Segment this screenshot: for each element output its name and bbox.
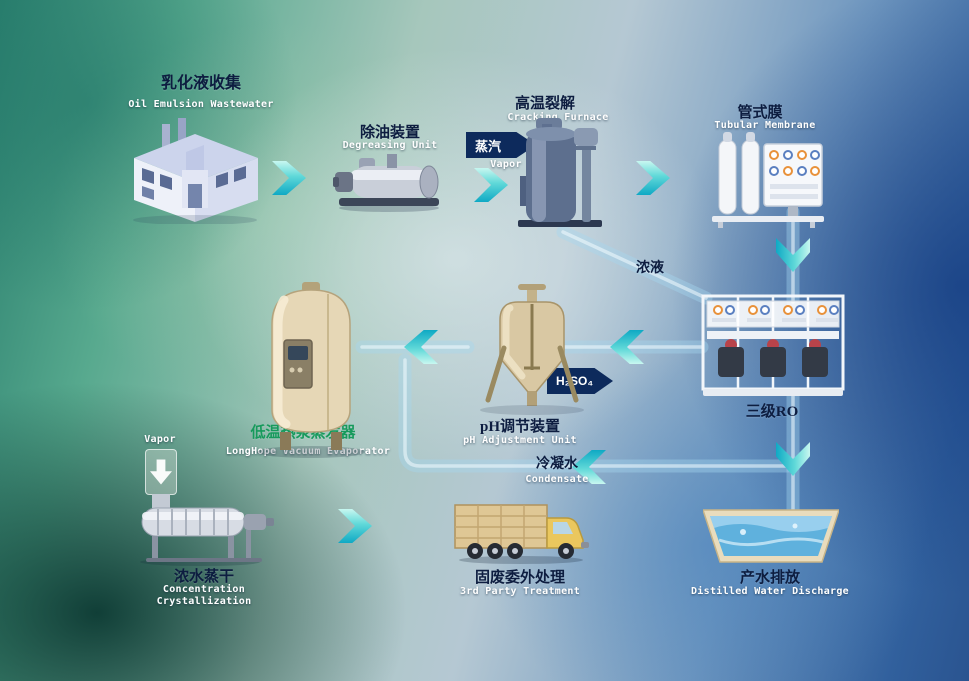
membrane-subtitle: Tubular Membrane [714,120,816,131]
degreasing-illustration [333,150,445,219]
discharge-subtitle: Distilled Water Discharge [690,586,849,597]
crystallization-subtitle-2: Crystallization [156,596,252,607]
collection-title: 乳化液收集 [160,75,241,92]
vapor-out-label: Vapor [144,434,176,445]
condensate-label-en: Condensate [525,474,589,485]
down-arrow-icon [150,459,172,485]
crystallizer-illustration [136,492,278,573]
cracking-subtitle: Cracking Furnace [507,112,609,123]
ro-illustration [700,293,846,404]
evaporator-subtitle: LongHope Vacuum Evaporator [225,446,390,457]
membrane-title: 管式膜 [737,105,783,121]
vapor-out-arrow [145,449,177,495]
truck-title: 固废委外处理 [474,570,565,586]
ro-title: 三级RO [745,404,799,420]
factory-illustration [124,112,266,229]
evaporator-illustration [250,282,372,465]
degreasing-subtitle: Degreasing Unit [342,140,438,151]
truck-subtitle: 3rd Party Treatment [459,586,581,597]
membrane-illustration [710,128,826,233]
ph-vessel-illustration [466,284,598,423]
vapor-in-label: 蒸汽 [475,138,502,154]
cracking-title: 高温裂解 [514,96,575,112]
vapor-in-label-en: Vapor [490,159,522,170]
condensate-label: 冷凝水 [536,457,578,472]
ph-title: pH调节装置 [479,419,560,435]
ph-subtitle: pH Adjustment Unit [463,435,577,446]
discharge-title: 产水排放 [739,570,800,586]
crystallization-title: 浓水蒸干 [173,569,234,585]
concentrate-label: 浓液 [636,261,664,276]
furnace-illustration [506,116,612,235]
collection-subtitle: Oil Emulsion Wastewater [128,99,274,110]
basin-illustration [701,508,841,571]
truck-illustration [453,502,591,571]
crystallization-subtitle-1: Concentration [162,584,246,595]
degreasing-title: 除油装置 [359,125,420,141]
acid-label: H₂SO₄ [556,374,594,388]
